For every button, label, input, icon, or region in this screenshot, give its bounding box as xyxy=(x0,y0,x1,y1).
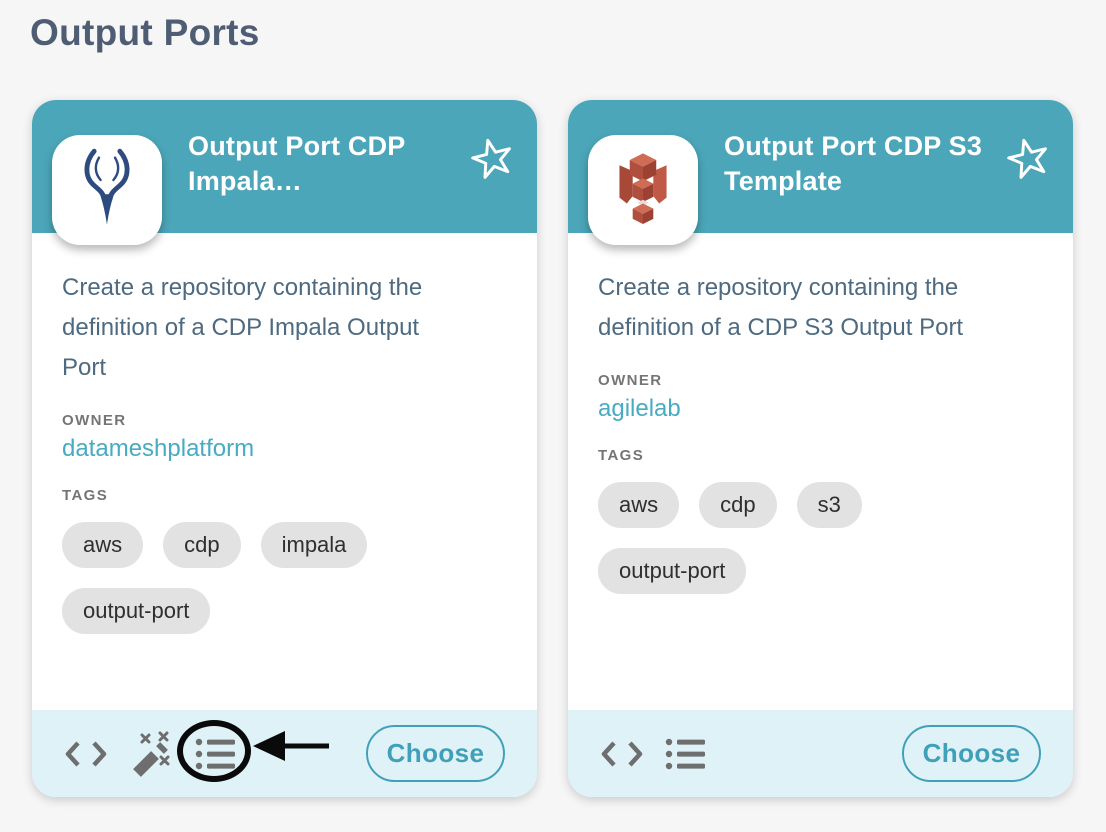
tag-chip: output-port xyxy=(62,588,211,634)
card-description: Create a repository containing the defin… xyxy=(598,274,964,341)
card-footer: Choose xyxy=(568,710,1073,797)
card-footer: Choose xyxy=(32,710,537,797)
code-icon[interactable] xyxy=(64,739,108,769)
code-icon[interactable] xyxy=(600,739,644,769)
card-header: Output Port CDP Impala… xyxy=(32,100,537,245)
favorite-star-icon[interactable] xyxy=(1003,132,1054,183)
favorite-star-icon[interactable] xyxy=(467,132,518,183)
card-header: Output Port CDP S3 Template xyxy=(568,100,1073,245)
tag-chip: cdp xyxy=(699,482,777,528)
owner-link[interactable]: datameshplatform xyxy=(62,435,255,462)
card-title: Output Port CDP S3 Template xyxy=(724,131,983,196)
tag-chip: output-port xyxy=(598,548,747,594)
tag-chip: cdp xyxy=(163,522,241,568)
choose-button[interactable]: Choose xyxy=(902,725,1041,782)
logo-tile xyxy=(52,135,162,245)
tag-chip: s3 xyxy=(796,482,862,528)
tag-list: aws cdp s3 output-port xyxy=(598,482,988,594)
logo-tile xyxy=(588,135,698,245)
tag-chip: impala xyxy=(260,522,368,568)
card-body: Create a repository containing the defin… xyxy=(32,268,537,634)
tag-chip: aws xyxy=(62,522,144,568)
footer-icons xyxy=(600,736,708,772)
s3-logo-icon xyxy=(606,149,680,232)
card-body: Create a repository containing the defin… xyxy=(568,268,1073,594)
cards-row: Output Port CDP Impala… Create a reposit… xyxy=(32,100,1073,797)
choose-button[interactable]: Choose xyxy=(366,725,505,782)
card-description: Create a repository containing the defin… xyxy=(62,274,423,381)
magic-wand-icon[interactable] xyxy=(128,731,174,777)
tags-label: TAGS xyxy=(62,487,109,504)
annotation-arrow-icon xyxy=(253,731,329,766)
owner-label: OWNER xyxy=(598,372,663,389)
card-title: Output Port CDP Impala… xyxy=(188,131,405,196)
impala-logo-icon xyxy=(67,145,147,236)
owner-label: OWNER xyxy=(62,412,127,429)
list-icon[interactable] xyxy=(664,736,708,772)
footer-icons xyxy=(64,731,238,777)
page-title: Output Ports xyxy=(30,12,260,53)
template-card-impala: Output Port CDP Impala… Create a reposit… xyxy=(32,100,537,797)
tag-list: aws cdp impala output-port xyxy=(62,522,452,634)
tag-chip: aws xyxy=(598,482,680,528)
list-icon[interactable] xyxy=(194,736,238,772)
template-card-s3: Output Port CDP S3 Template Create a rep… xyxy=(568,100,1073,797)
tags-label: TAGS xyxy=(598,447,645,464)
owner-link[interactable]: agilelab xyxy=(598,395,681,422)
